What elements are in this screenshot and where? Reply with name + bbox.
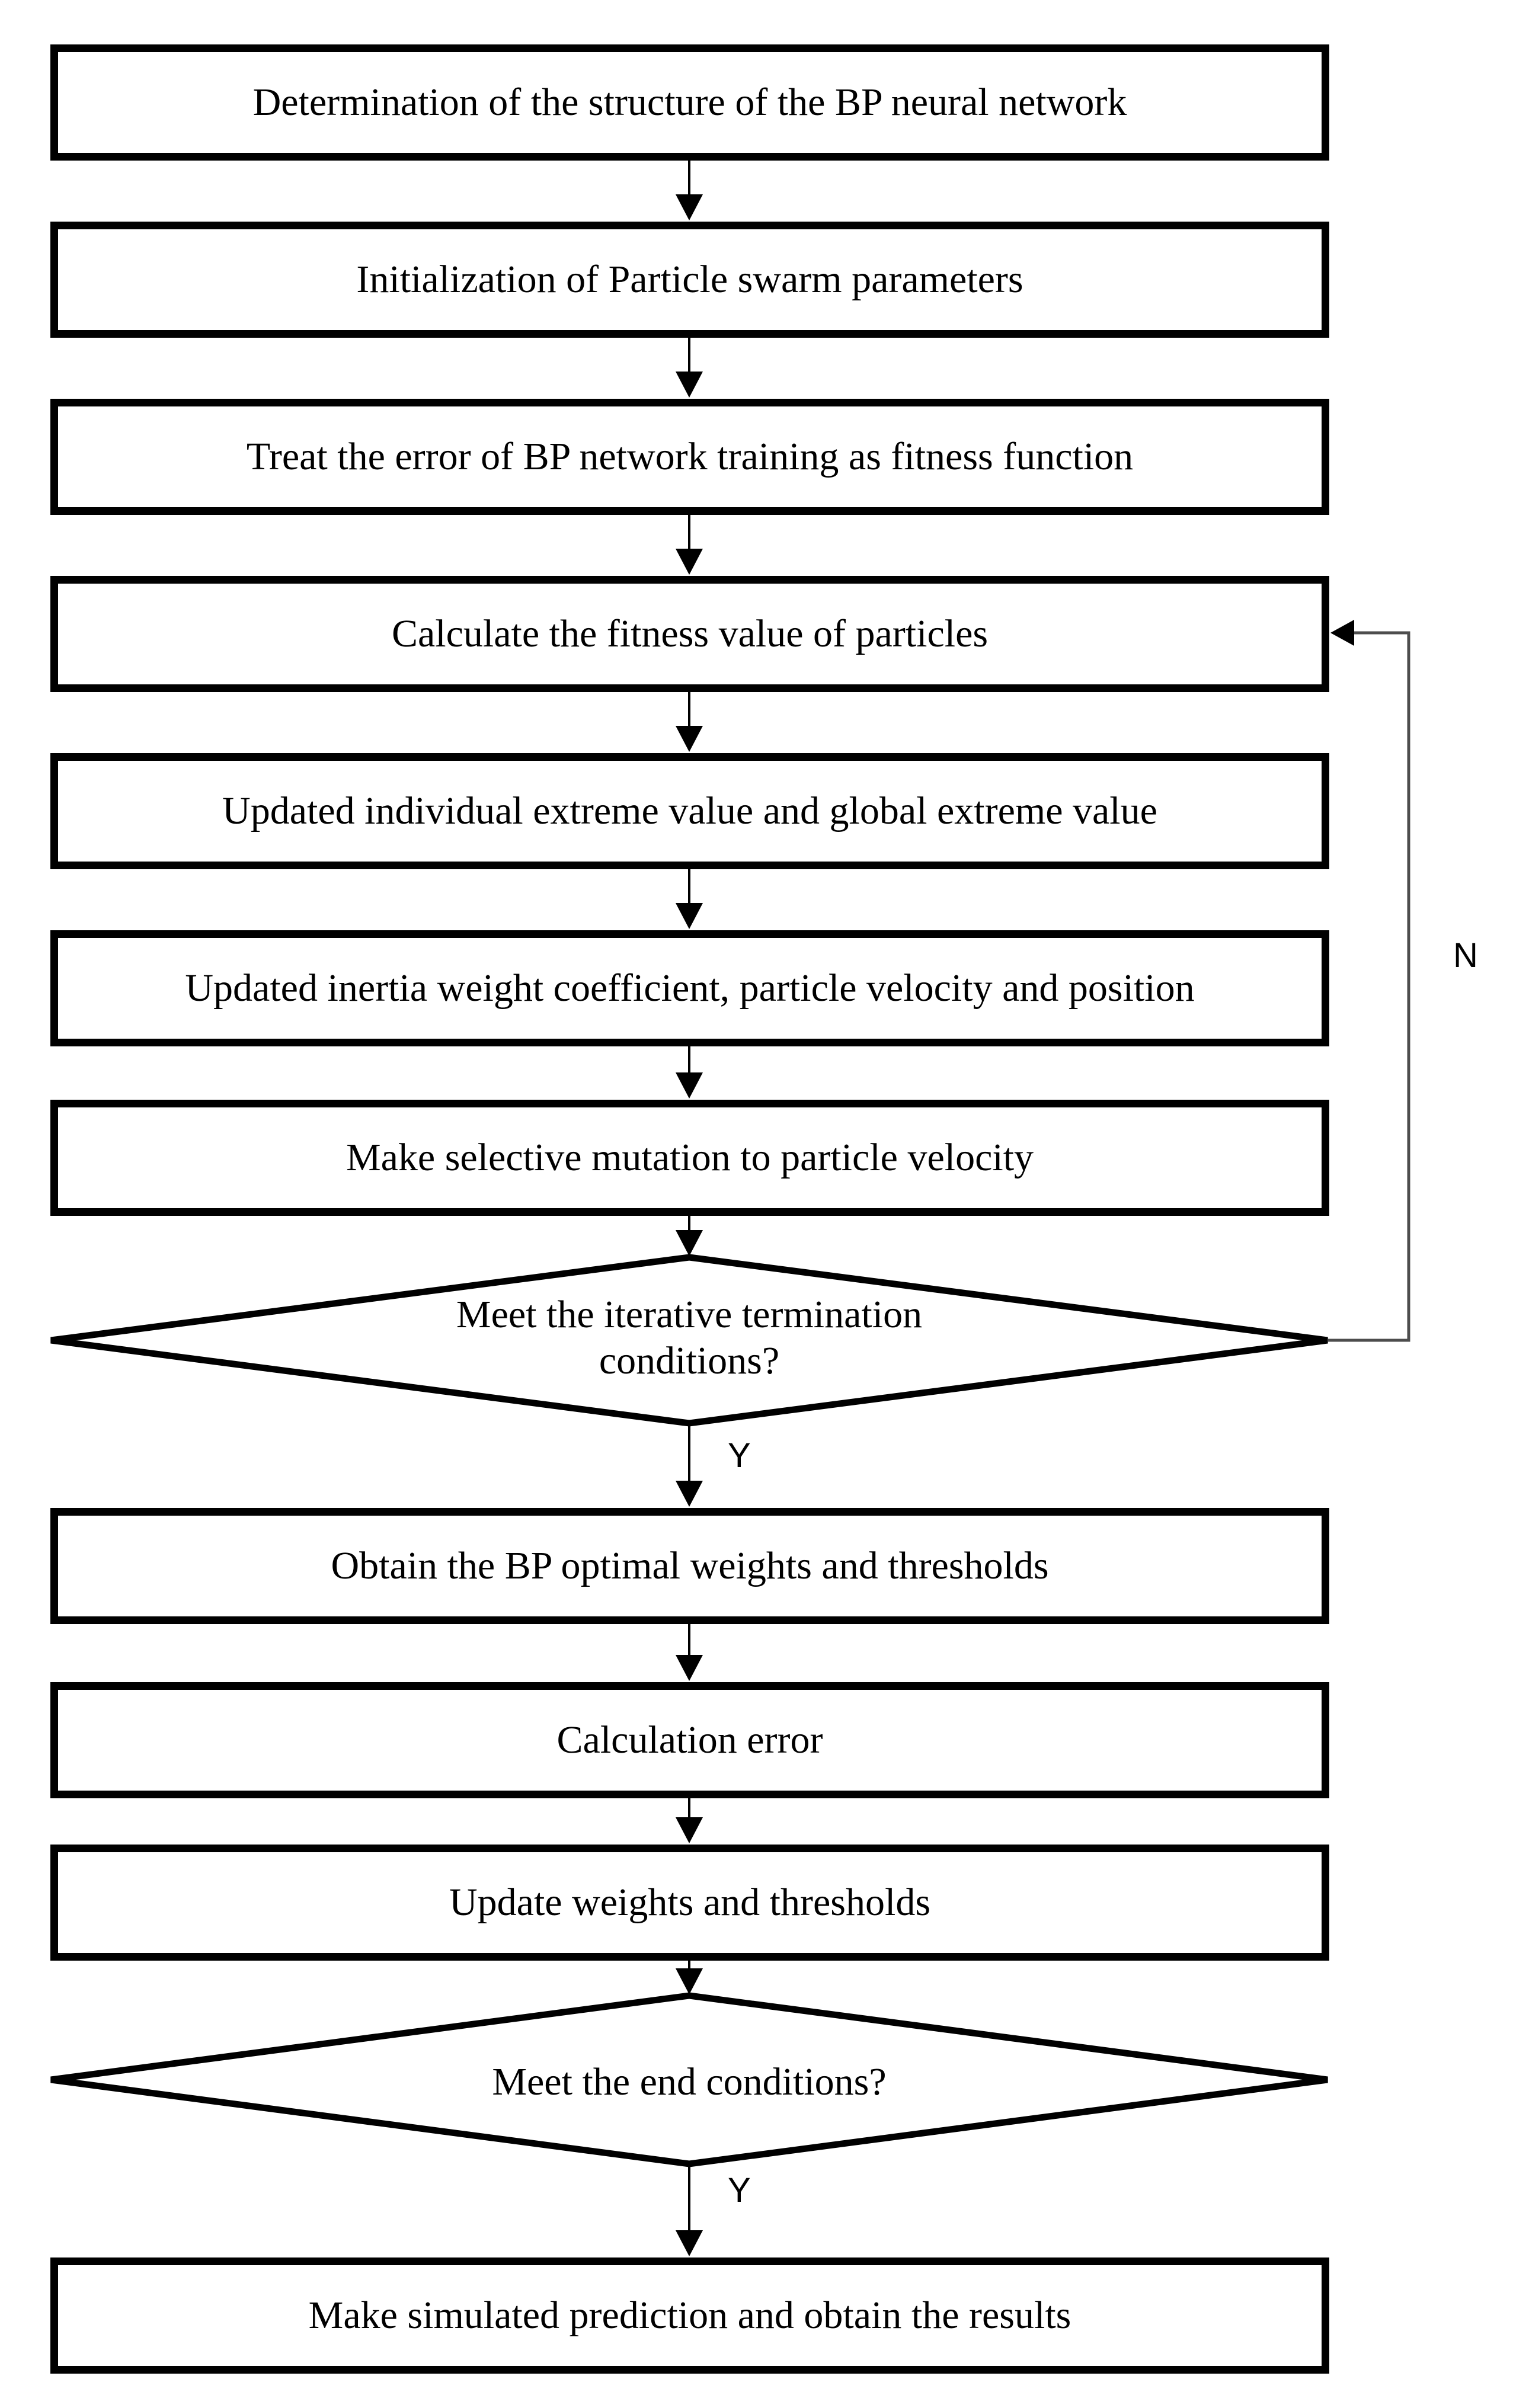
node-simulate: Make simulated prediction and obtain the… — [50, 2258, 1329, 2374]
decision-label-end-conditions: Meet the end conditions? — [492, 2060, 887, 2103]
yes-branch-label-1: Y — [728, 1436, 751, 1475]
node-update-extremes: Updated individual extreme value and glo… — [50, 753, 1329, 869]
no-branch-label: N — [1453, 936, 1478, 975]
node-mutation: Make selective mutation to particle velo… — [50, 1100, 1329, 1216]
node-calc-error: Calculation error — [50, 1682, 1329, 1798]
no-loop-path — [1328, 620, 1410, 1342]
node-calc-fitness: Calculate the fitness value of particles — [50, 576, 1329, 692]
decision-label-iterative-termination: Meet the iterative termination condition… — [456, 1293, 923, 1382]
down-arrows — [676, 161, 703, 2256]
node-update-inertia: Updated inertia weight coefficient, part… — [50, 930, 1329, 1046]
node-determine-structure: Determination of the structure of the BP… — [50, 44, 1329, 161]
no-loop-arrowhead — [1330, 620, 1354, 646]
yes-branch-label-2: Y — [728, 2171, 751, 2210]
node-optimal-weights: Obtain the BP optimal weights and thresh… — [50, 1508, 1329, 1624]
node-init-swarm: Initialization of Particle swarm paramet… — [50, 222, 1329, 338]
node-update-weights: Update weights and thresholds — [50, 1845, 1329, 1961]
node-fitness-function: Treat the error of BP network training a… — [50, 399, 1329, 515]
